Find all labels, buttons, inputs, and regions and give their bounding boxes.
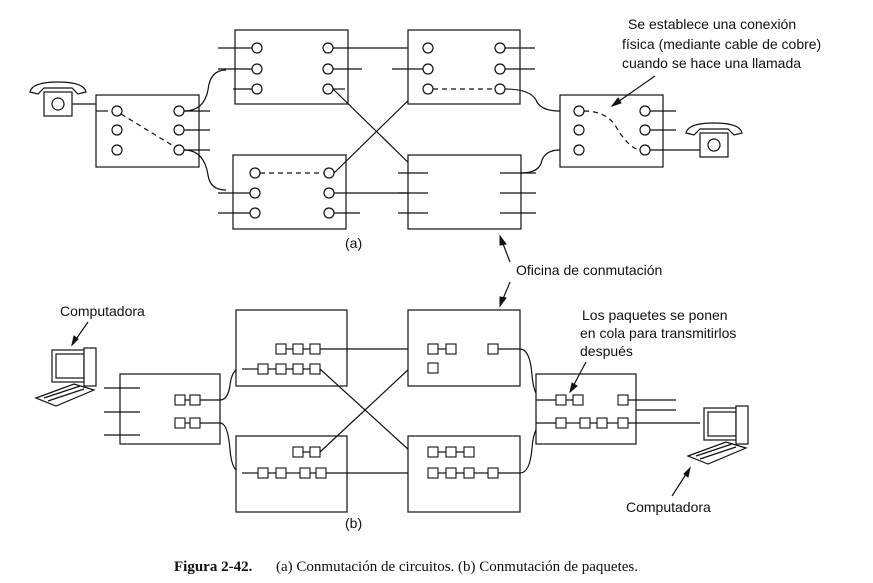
switch-a-right xyxy=(559,94,700,168)
switch-b-right xyxy=(535,373,700,445)
switch-a-top-middle xyxy=(218,29,410,105)
switch-a-left xyxy=(95,94,210,168)
queue-note-line-3: después xyxy=(580,343,633,359)
telephone-left-icon xyxy=(29,81,96,117)
queue-note-line-2: en cola para transmitirlos xyxy=(580,325,736,341)
computer-left-label: Computadora xyxy=(60,303,145,319)
caption-number: Figura 2-42. xyxy=(174,559,253,575)
connection-note-line-3: cuando se hace una llamada xyxy=(622,55,801,71)
part-a-label: (a) xyxy=(345,235,362,251)
switch-a-bottom-middle xyxy=(218,154,412,230)
switch-a-bottom-right xyxy=(398,149,561,230)
switch-b-top-middle xyxy=(235,309,410,387)
queue-note-line-1: Los paquetes se ponen xyxy=(582,307,728,323)
switch-b-top-right xyxy=(407,309,521,387)
switch-b-bottom-middle xyxy=(235,435,410,513)
circuit-switching-diagram: Se establece una conexión física (median… xyxy=(29,16,821,251)
part-b-label: (b) xyxy=(345,515,362,531)
switch-b-bottom-right xyxy=(407,435,521,513)
computer-left-icon xyxy=(34,347,97,407)
computer-right-icon xyxy=(686,405,749,465)
figure-caption: Figura 2-42. (a) Conmutación de circuito… xyxy=(174,559,638,575)
switch-b-left xyxy=(104,373,221,445)
caption-text: (a) Conmutación de circuitos. (b) Conmut… xyxy=(276,559,638,575)
telephone-right-icon xyxy=(685,122,743,158)
connection-note-line-1: Se establece una conexión xyxy=(628,16,796,32)
switching-office-annotation: Oficina de conmutación xyxy=(499,234,662,308)
switching-office-label: Oficina de conmutación xyxy=(516,262,662,278)
computer-right-label: Computadora xyxy=(626,499,711,515)
packet-switching-diagram: Computadora xyxy=(34,303,749,531)
connection-note-line-2: física (mediante cable de cobre) xyxy=(622,36,821,52)
switch-a-top-right xyxy=(392,29,561,112)
